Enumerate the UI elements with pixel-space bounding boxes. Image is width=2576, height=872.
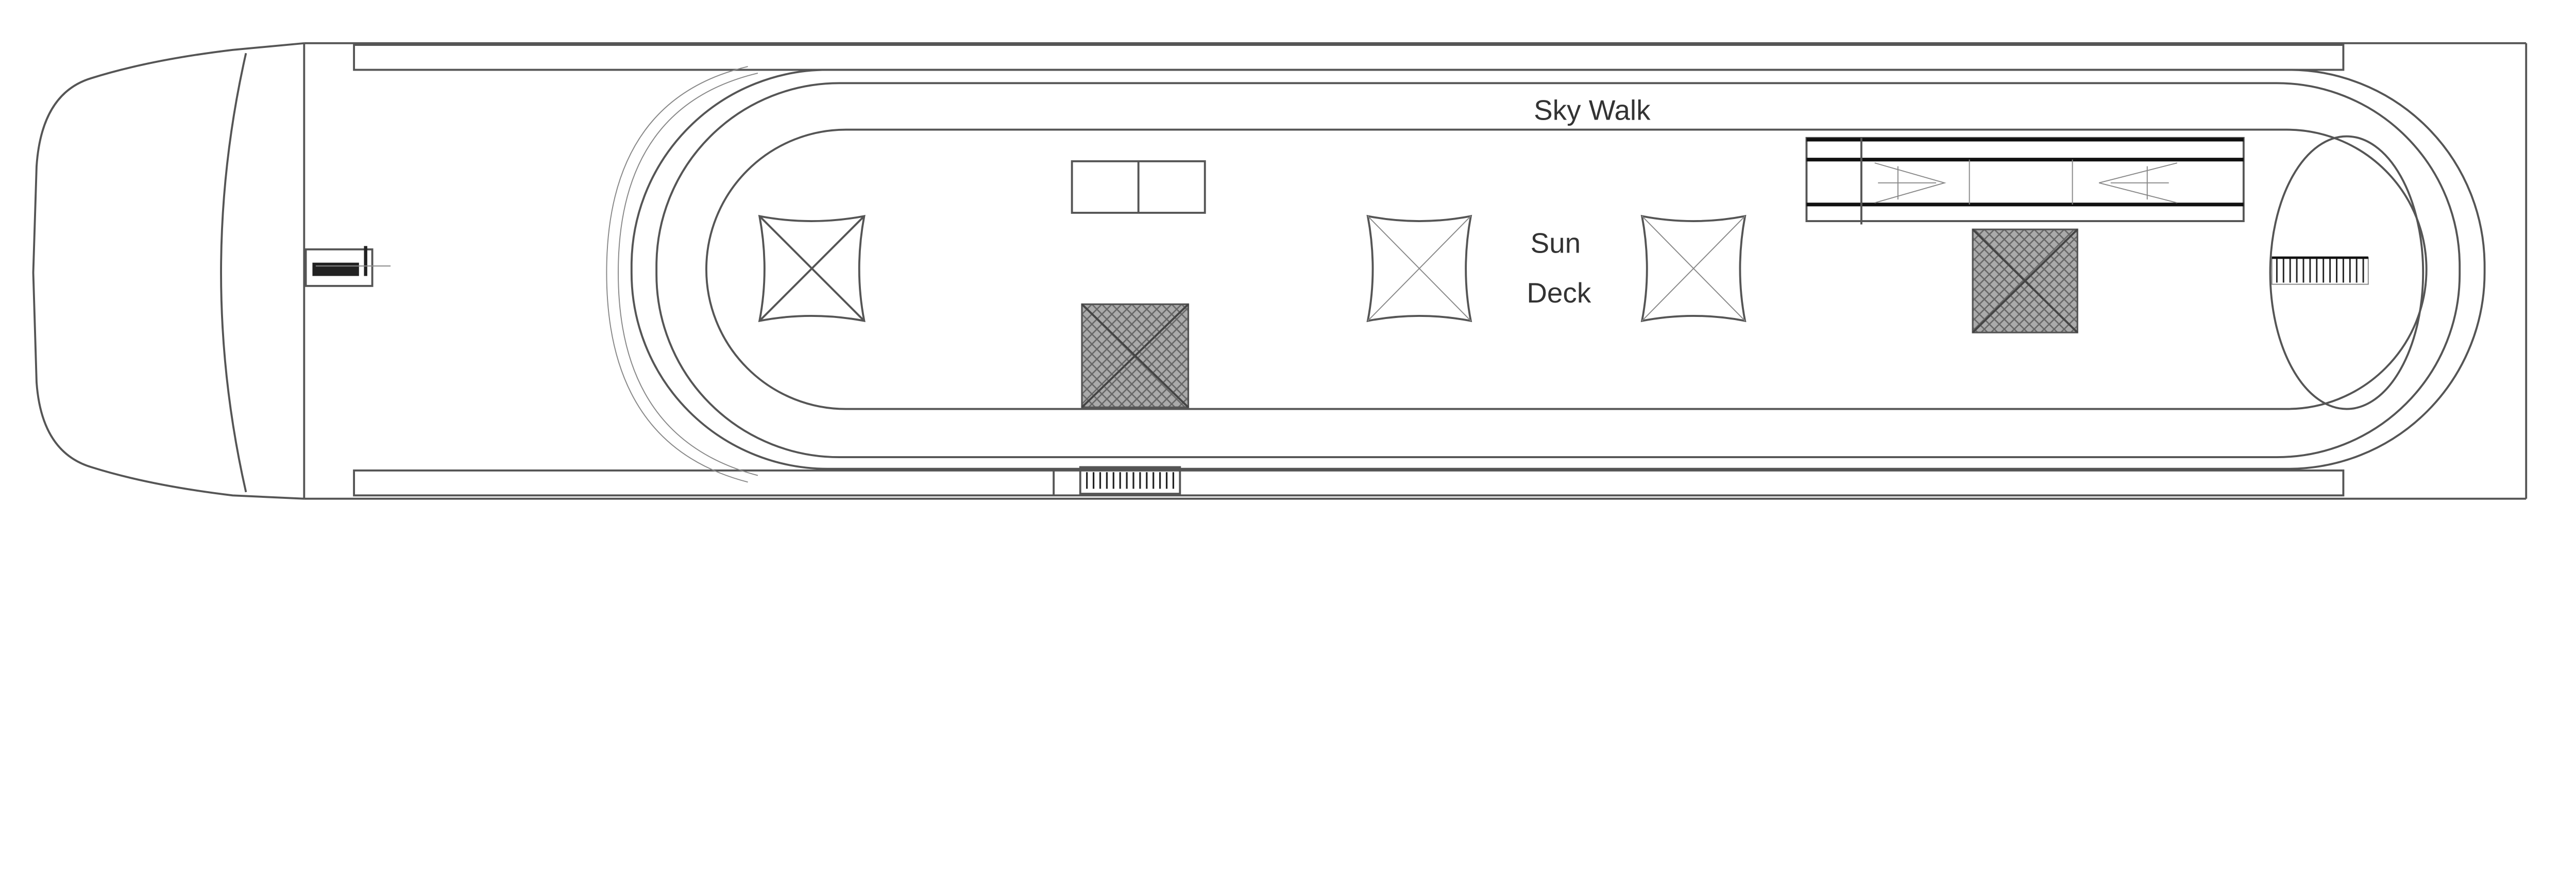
top-side-walkway <box>353 44 2345 71</box>
ship-bow <box>32 42 306 500</box>
shade-sail-icon <box>1366 214 1472 323</box>
bar-counter <box>1805 137 2245 225</box>
whirlpool-icon <box>1972 228 2078 333</box>
deck-plan: Sky Walk Sun Deck <box>32 42 2528 500</box>
bottom-side-walkway <box>353 469 2345 497</box>
stern-platform <box>2269 135 2425 410</box>
sun-deck: Sun Deck <box>705 128 2428 410</box>
hull-outline <box>304 42 2528 500</box>
sun-deck-label-line2: Deck <box>1527 277 1591 309</box>
shade-sail-icon <box>758 214 866 323</box>
sky-walk-label: Sky Walk <box>1534 94 1651 126</box>
whirlpool-icon <box>1081 303 1190 408</box>
stern-stairs-icon <box>2271 256 2369 285</box>
bottom-stairs-icon <box>1053 466 1181 496</box>
sun-deck-label-line1: Sun <box>1531 227 1581 259</box>
storage-cabinet-icon <box>1071 160 1206 214</box>
anchor-winch-icon <box>304 246 391 287</box>
arrow-left-icon <box>2098 162 2178 204</box>
deck-plan-container: Sky Walk Sun Deck <box>32 42 2528 500</box>
sky-walk: Sky Walk <box>606 66 2486 483</box>
arrow-right-icon <box>1874 162 1946 204</box>
shade-sail-icon <box>1640 214 1747 323</box>
